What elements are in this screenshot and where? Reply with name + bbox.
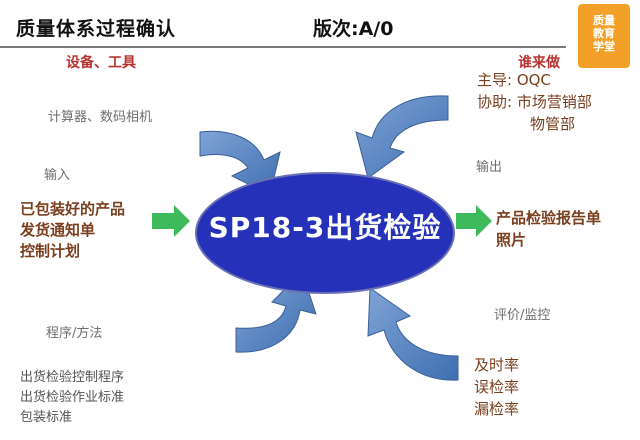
method-heading: 程序/方法 [46, 326, 103, 341]
logo-line-1: 质量 [593, 14, 615, 27]
equipment-item: 计算器、数码相机 [48, 110, 153, 125]
header-divider [0, 46, 566, 48]
brand-logo: 质量 教育 学堂 [578, 4, 630, 68]
output-item: 照片 [496, 231, 527, 249]
who-line-assist-2: 物管部 [530, 115, 576, 133]
output-item: 产品检验报告单 [496, 209, 602, 227]
evaluation-item: 误检率 [474, 378, 520, 396]
who-line-assist: 协助: 市场营销部 [477, 93, 592, 111]
arrow-who [355, 95, 449, 179]
input-item: 已包装好的产品 [20, 200, 126, 218]
method-item: 包装标准 [20, 410, 73, 425]
arrow-output [456, 205, 492, 237]
logo-line-2: 教育 [593, 27, 615, 40]
evaluation-item: 漏检率 [474, 400, 520, 418]
method-item: 出货检验控制程序 [20, 370, 125, 385]
arrow-input [152, 205, 190, 237]
input-heading: 输入 [44, 168, 71, 183]
input-item: 发货通知单 [20, 221, 96, 239]
output-heading: 输出 [476, 160, 503, 175]
process-label: SP18-3出货检验 [208, 211, 442, 244]
who-heading: 谁来做 [518, 55, 560, 71]
input-item: 控制计划 [20, 242, 81, 260]
method-item: 出货检验作业标准 [20, 390, 125, 405]
page-title: 质量体系过程确认 [16, 18, 177, 40]
evaluation-item: 及时率 [474, 356, 520, 374]
process-ellipse [195, 172, 455, 294]
who-line-lead: 主导: OQC [477, 71, 551, 89]
arrow-evaluation [367, 287, 459, 381]
logo-line-3: 学堂 [593, 40, 615, 53]
evaluation-heading: 评价/监控 [494, 308, 551, 323]
equipment-heading: 设备、工具 [66, 55, 136, 71]
version-label: 版次:A/0 [313, 18, 394, 40]
